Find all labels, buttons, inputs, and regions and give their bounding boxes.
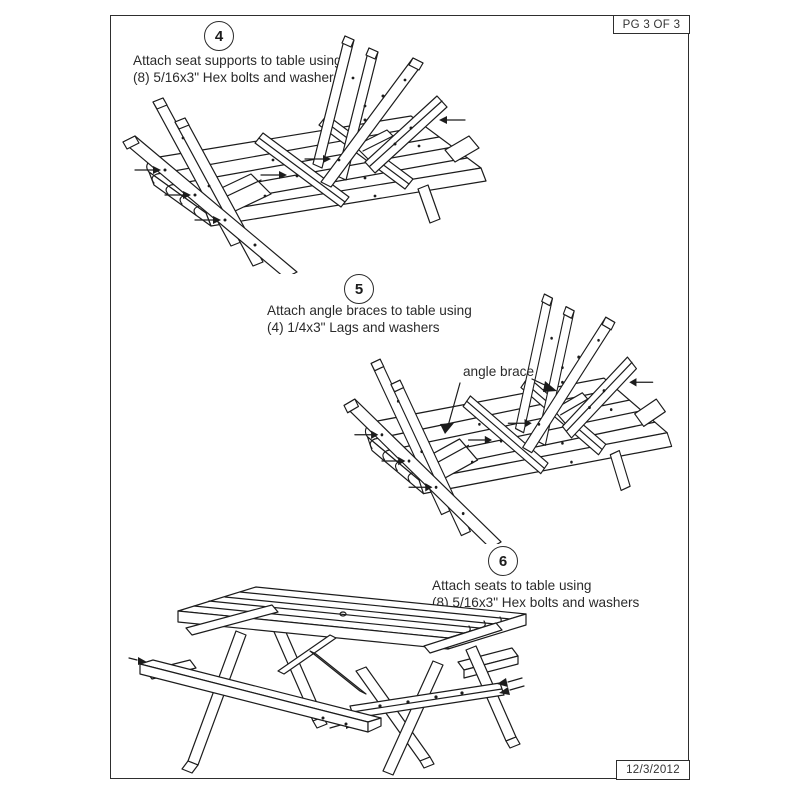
angle-brace-callout-label: angle brace: [463, 364, 535, 379]
step-6-line1: Attach seats to table using: [432, 578, 592, 593]
step-4-illustration-inverted-table: [122, 35, 487, 274]
step-4-number-badge: 4: [204, 21, 234, 51]
step-5-instructions: Attach angle braces to table using (4) 1…: [267, 302, 472, 336]
step-4-instructions: Attach seat supports to table using (8) …: [133, 52, 342, 86]
near-seat-board: [139, 659, 382, 733]
step-6-number: 6: [498, 552, 508, 570]
step-6-line2: (8) 5/16x3" Hex bolts and washers: [432, 595, 640, 610]
angle-brace-callout-arrows: [440, 378, 557, 434]
date-label: 12/3/2012: [626, 764, 680, 776]
step-4-line1: Attach seat supports to table using: [133, 53, 342, 68]
step-5-line2: (4) 1/4x3" Lags and washers: [267, 320, 440, 335]
step-5-line1: Attach angle braces to table using: [267, 303, 472, 318]
step-6-number-badge: 6: [488, 546, 518, 576]
date-box: 12/3/2012: [616, 760, 690, 780]
page-number-label: PG 3 OF 3: [622, 18, 681, 31]
table-batten: [185, 604, 503, 654]
step-4-line2: (8) 5/16x3" Hex bolts and washers: [133, 70, 341, 85]
step-6-illustration-assembled-table: [128, 586, 527, 776]
step-4-number: 4: [214, 27, 224, 45]
step-5-number: 5: [354, 280, 364, 298]
step-6-instructions: Attach seats to table using (8) 5/16x3" …: [432, 577, 639, 611]
page-number-box: PG 3 OF 3: [613, 15, 690, 34]
step-5-number-badge: 5: [344, 274, 374, 304]
angle-brace-board: [277, 634, 367, 695]
table-leg: [181, 630, 444, 776]
